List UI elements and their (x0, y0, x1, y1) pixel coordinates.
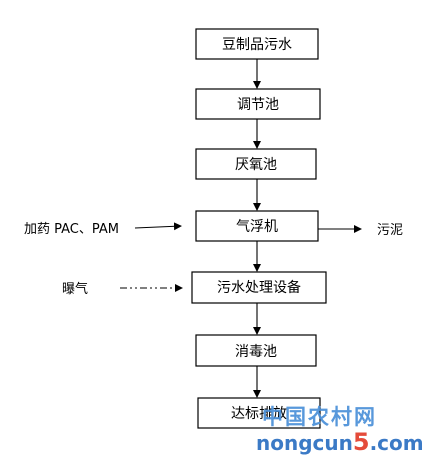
node-compliant-discharge-label: 达标排放 (231, 406, 287, 422)
watermark-domain-right: .com (370, 431, 424, 455)
node-equalization-tank: 调节池 (195, 88, 321, 120)
arrow-chemicals-to-flotation (134, 222, 182, 231)
node-anaerobic-tank: 厌氧池 (195, 148, 317, 180)
node-raw-wastewater-label: 豆制品污水 (222, 37, 292, 53)
node-air-flotation: 气浮机 (195, 210, 319, 242)
node-disinfection-tank-label: 消毒池 (235, 344, 277, 360)
node-compliant-discharge: 达标排放 (197, 397, 321, 429)
node-raw-wastewater: 豆制品污水 (195, 28, 319, 60)
watermark-site-name: 中国农村网 (262, 405, 377, 429)
node-anaerobic-tank-label: 厌氧池 (235, 157, 277, 173)
watermark-logo: 中国农村网 nongcun5.com (256, 405, 424, 456)
node-treatment-equipment: 污水处理设备 (191, 271, 327, 304)
watermark-domain: nongcun5.com (256, 428, 424, 456)
node-disinfection-tank: 消毒池 (195, 334, 317, 367)
chemical-dosing-label: 加药 PAC、PAM (24, 222, 119, 237)
sludge-label: 污泥 (377, 223, 403, 238)
node-air-flotation-label: 气浮机 (236, 219, 278, 235)
watermark-domain-digit: 5 (353, 428, 370, 456)
watermark-domain-left: nongcun (256, 431, 353, 455)
aeration-label: 曝气 (62, 281, 88, 297)
node-equalization-tank-label: 调节池 (237, 97, 279, 113)
node-treatment-equipment-label: 污水处理设备 (217, 279, 301, 296)
